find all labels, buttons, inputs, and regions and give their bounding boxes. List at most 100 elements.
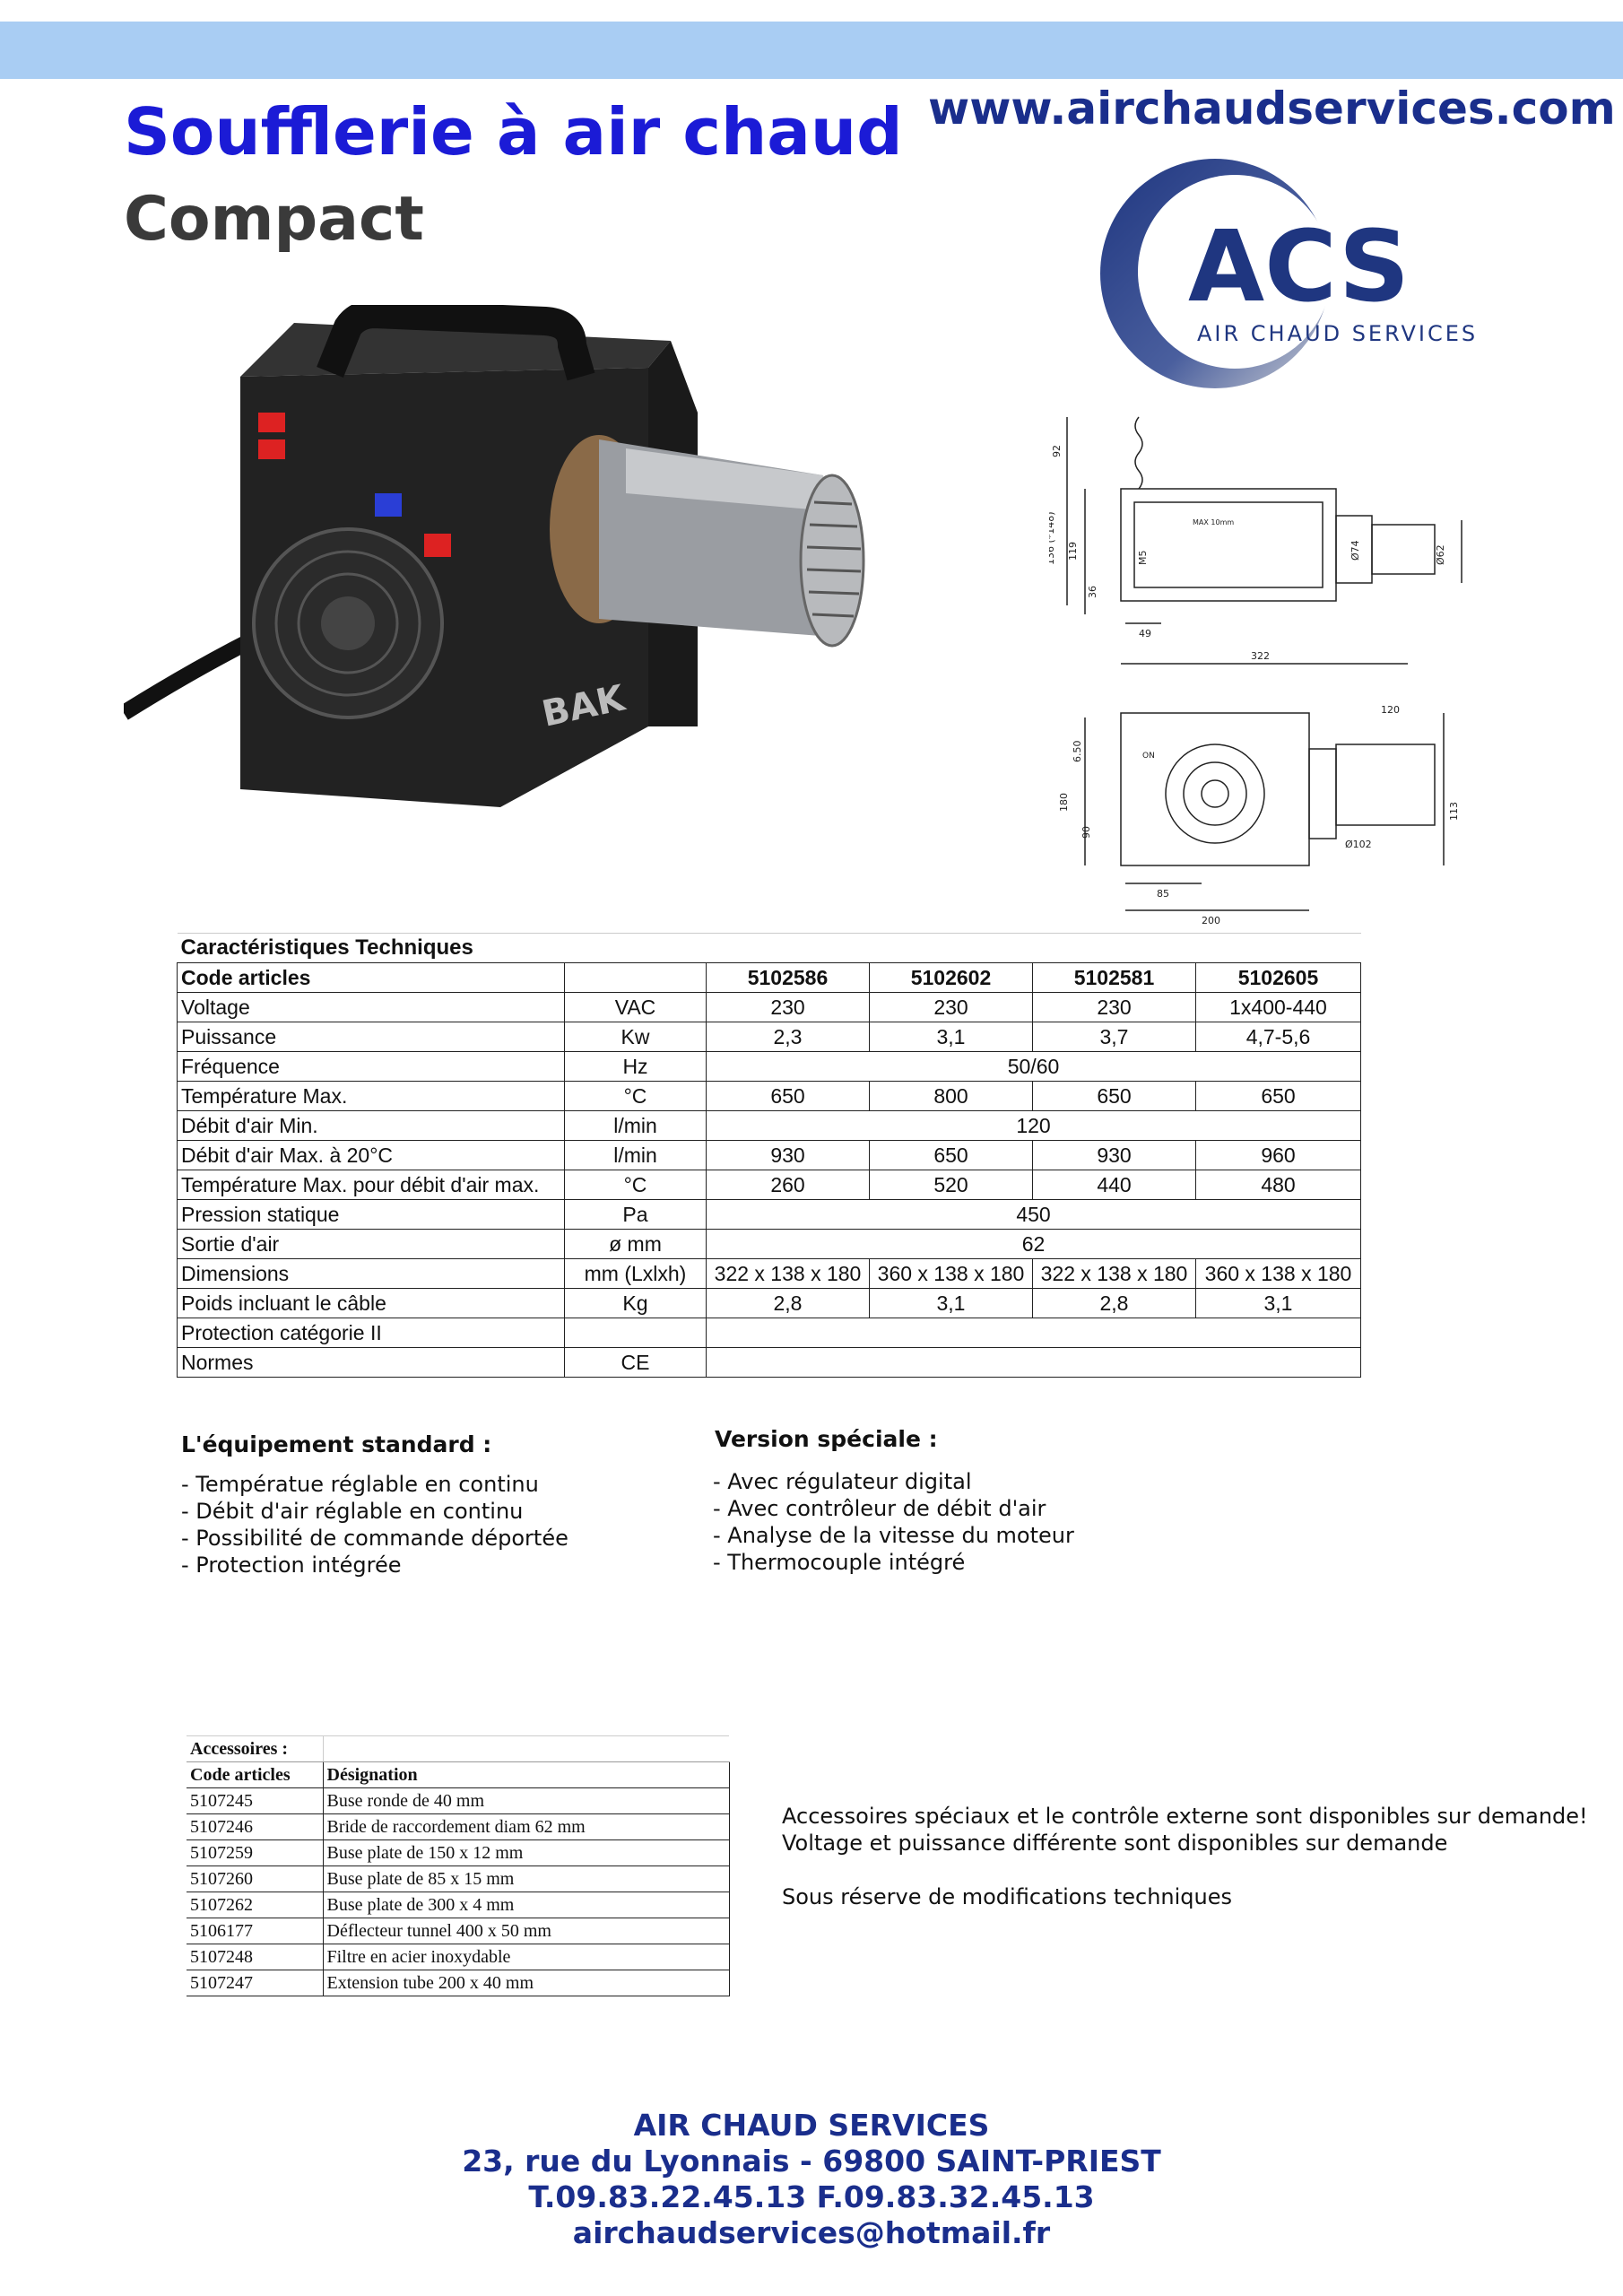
svg-text:36: 36	[1087, 586, 1098, 598]
logo-tagline: AIR CHAUD SERVICES	[1197, 321, 1478, 346]
svg-text:90: 90	[1081, 826, 1092, 839]
accessory-code: 5106177	[187, 1918, 324, 1944]
spec-value: 650	[1195, 1081, 1361, 1111]
top-view	[1066, 416, 1462, 624]
spec-unit: Kw	[564, 1022, 707, 1052]
accessories-caption-row: Accessoires :	[187, 1735, 729, 1762]
accessories-header-row: Code articles Désignation	[187, 1761, 730, 1788]
spec-value: 4,7-5,6	[1195, 1022, 1361, 1052]
accessory-code: 5107245	[187, 1787, 324, 1814]
spec-value: 322 x 138 x 180	[706, 1258, 870, 1289]
list-item: - Avec régulateur digital	[713, 1469, 972, 1494]
spec-unit: Hz	[564, 1051, 707, 1082]
spec-value: 930	[1032, 1140, 1196, 1170]
accessory-designation: Extension tube 200 x 40 mm	[323, 1970, 730, 1996]
note-line: Accessoires spéciaux et le contrôle exte…	[782, 1804, 1588, 1829]
footer-company: AIR CHAUD SERVICES	[633, 2108, 990, 2143]
spec-value: 650	[706, 1081, 870, 1111]
website-link[interactable]: www.airchaudservices.com	[928, 83, 1616, 135]
notes-block: Accessoires spéciaux et le contrôle exte…	[782, 1803, 1588, 1910]
spec-label: Température Max. pour débit d'air max.	[177, 1170, 565, 1200]
spec-unit: Kg	[564, 1288, 707, 1318]
spec-unit: Pa	[564, 1199, 707, 1230]
svg-text:ON: ON	[1142, 752, 1155, 761]
spec-value-merged: 120	[706, 1110, 1361, 1141]
svg-text:113: 113	[1448, 802, 1460, 821]
spec-value-merged: 450	[706, 1199, 1361, 1230]
svg-text:85: 85	[1157, 888, 1169, 900]
spec-label: Protection catégorie II	[177, 1318, 565, 1348]
svg-text:Ø62: Ø62	[1435, 544, 1446, 565]
spec-value: 360 x 138 x 180	[1195, 1258, 1361, 1289]
spec-label: Fréquence	[177, 1051, 565, 1082]
accessory-designation: Buse plate de 300 x 4 mm	[323, 1892, 730, 1918]
svg-text:M5: M5	[1137, 551, 1149, 566]
footer-contact: AIR CHAUD SERVICES 23, rue du Lyonnais -…	[0, 2108, 1623, 2251]
accessories-table: Accessoires : Code articles Désignation …	[187, 1735, 730, 1996]
special-title: Version spéciale :	[715, 1426, 938, 1452]
accessory-designation: Filtre en acier inoxydable	[323, 1944, 730, 1970]
spec-value: 322 x 138 x 180	[1032, 1258, 1196, 1289]
page-title: Soufflerie à air chaud	[124, 94, 903, 170]
spec-label: Débit d'air Min.	[177, 1110, 565, 1141]
spec-value: 650	[869, 1140, 1033, 1170]
spec-value: 230	[1032, 992, 1196, 1022]
list-item: - Protection intégrée	[181, 1552, 402, 1578]
spec-value: 230	[869, 992, 1033, 1022]
spec-value: 1x400-440	[1195, 992, 1361, 1022]
technical-drawing: 92 136 (*148) 119 36 49 M5 MAX 10mm Ø74 …	[1049, 416, 1462, 926]
spec-unit: l/min	[564, 1140, 707, 1170]
spec-value: 650	[1032, 1081, 1196, 1111]
spec-value: 2,8	[1032, 1288, 1196, 1318]
list-item: - Possibilité de commande déportée	[181, 1526, 568, 1551]
heat-blower-image: BAK	[124, 305, 865, 807]
spec-unit: CE	[564, 1347, 707, 1378]
svg-text:49: 49	[1139, 628, 1151, 639]
spec-label: Dimensions	[177, 1258, 565, 1289]
svg-text:322: 322	[1251, 650, 1270, 662]
svg-text:Ø102: Ø102	[1345, 839, 1372, 850]
accessory-designation: Buse ronde de 40 mm	[323, 1787, 730, 1814]
svg-text:180: 180	[1058, 793, 1070, 812]
list-item: - Températue réglable en continu	[181, 1472, 539, 1497]
svg-text:119: 119	[1067, 542, 1079, 561]
svg-text:92: 92	[1051, 445, 1063, 457]
svg-text:120: 120	[1381, 704, 1400, 716]
spec-unit: ø mm	[564, 1229, 707, 1259]
spec-value: 3,7	[1032, 1022, 1196, 1052]
spec-label: Température Max.	[177, 1081, 565, 1111]
accessory-code: 5107248	[187, 1944, 324, 1970]
spec-caption: Caractéristiques Techniques	[177, 933, 565, 963]
spec-value: 480	[1195, 1170, 1361, 1200]
spec-value: 3,1	[1195, 1288, 1361, 1318]
spec-value: 2,8	[706, 1288, 870, 1318]
top-banner	[0, 22, 1623, 79]
spec-label: Pression statique	[177, 1199, 565, 1230]
list-item: - Analyse de la vitesse du moteur	[713, 1523, 1074, 1548]
spec-value: 800	[869, 1081, 1033, 1111]
accessory-designation: Bride de raccordement diam 62 mm	[323, 1813, 730, 1840]
accessory-code: 5107262	[187, 1892, 324, 1918]
spec-unit: VAC	[564, 992, 707, 1022]
equipment-title: L'équipement standard :	[181, 1431, 492, 1457]
spec-value-merged: 62	[706, 1229, 1361, 1259]
acs-logo: ACS AIR CHAUD SERVICES	[1100, 159, 1478, 388]
spec-unit: mm (Lxlxh)	[564, 1258, 707, 1289]
svg-text:6.50: 6.50	[1072, 741, 1083, 763]
spec-value: 520	[869, 1170, 1033, 1200]
logo-letters: ACS	[1188, 209, 1410, 324]
footer-email[interactable]: airchaudservices@hotmail.fr	[572, 2215, 1051, 2250]
front-view	[1084, 663, 1445, 911]
spec-value: 2,3	[706, 1022, 870, 1052]
svg-text:MAX 10mm: MAX 10mm	[1193, 518, 1234, 526]
